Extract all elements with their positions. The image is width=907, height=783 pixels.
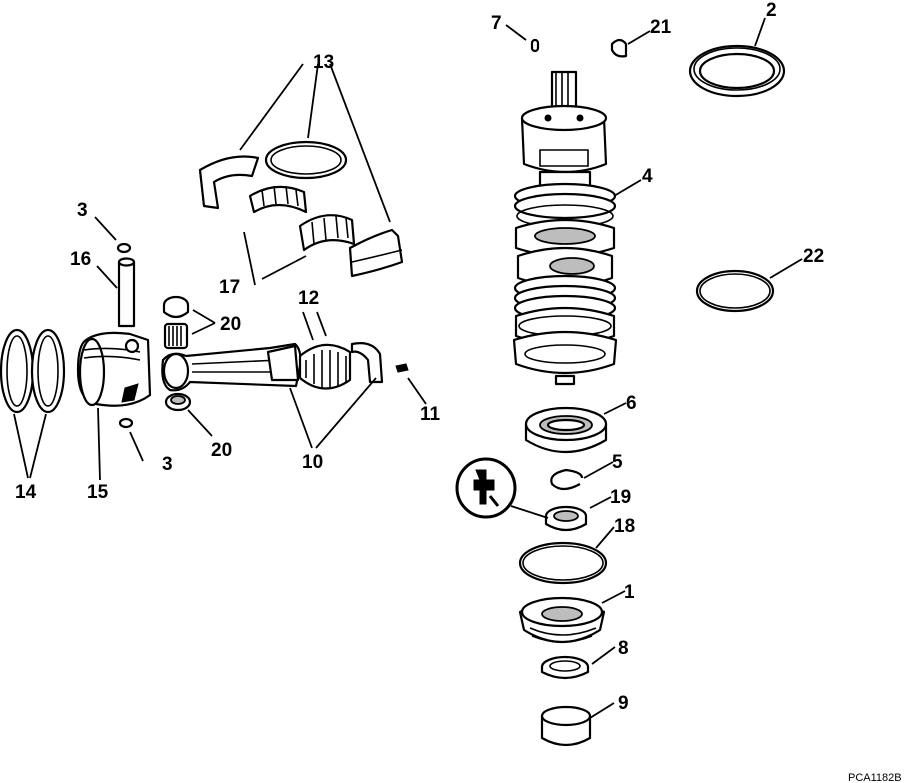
piston-pin-16: [117, 257, 136, 328]
callout-14: 14: [15, 482, 37, 503]
crankshaft-4: [512, 70, 618, 386]
oil-seal-19: [544, 505, 588, 532]
o-ring-18: [518, 541, 608, 585]
callout-19: 19: [610, 487, 631, 508]
grease-gun-lubricant-icon: [455, 457, 517, 519]
rod-cap-10: [350, 342, 384, 384]
ball-bearing-6: [524, 406, 608, 454]
needle-bearing-20: [163, 322, 189, 350]
piston-ring-14b: [30, 328, 66, 414]
piston-pin-clip-3b: [118, 417, 134, 429]
callout-15: 15: [87, 482, 109, 503]
callout-1: 1: [624, 582, 635, 603]
callout-6: 6: [626, 393, 637, 414]
callout-9: 9: [618, 693, 629, 714]
key-7: [530, 38, 540, 53]
rod-bearing-12: [298, 343, 352, 390]
bearing-cage-13b: [348, 228, 404, 278]
seal-ring-2: [688, 44, 786, 98]
connecting-rod-10: [161, 342, 302, 392]
callout-20-bottom: 20: [211, 440, 232, 461]
callout-labels: 1 2 3 3 4 5 6 7 8 9 10 11 12 13 14 15 16…: [15, 0, 824, 714]
callout-3-top: 3: [77, 200, 88, 221]
callout-4: 4: [642, 166, 653, 187]
callout-8: 8: [618, 638, 629, 659]
piston-pin-clip-3a: [116, 242, 132, 254]
callout-21: 21: [650, 17, 672, 38]
woodruff-key-21: [610, 38, 628, 58]
callout-16: 16: [70, 249, 91, 270]
sleeve-9: [540, 705, 592, 747]
callout-5: 5: [612, 452, 623, 473]
o-ring-22: [695, 269, 775, 313]
thrust-washer-20a: [162, 295, 190, 319]
callout-18: 18: [614, 516, 635, 537]
callout-7: 7: [491, 13, 502, 34]
callout-13: 13: [313, 52, 334, 73]
retaining-ring-13: [264, 140, 348, 180]
callout-10: 10: [302, 452, 323, 473]
oil-seal-8: [540, 655, 590, 680]
callout-17: 17: [219, 277, 240, 298]
callout-2: 2: [766, 0, 777, 21]
bearing-half-17a: [248, 185, 308, 214]
callout-11: 11: [420, 404, 441, 425]
callout-22: 22: [803, 246, 824, 267]
leader-lines: [13, 17, 803, 719]
callout-20-top: 20: [220, 314, 241, 335]
bearing-housing-1: [518, 596, 606, 644]
rod-cap-screw-11: [395, 363, 409, 373]
callout-12: 12: [298, 288, 319, 309]
thrust-washer-20b: [164, 392, 192, 412]
piston-15: [76, 331, 152, 407]
bearing-cage-13a: [198, 155, 260, 210]
piston-ring-14a: [0, 328, 35, 414]
callout-3-bottom: 3: [162, 454, 173, 475]
figure-code: PCA1182B: [848, 772, 902, 783]
retaining-ring-5: [550, 468, 584, 491]
bearing-half-17b: [298, 214, 356, 252]
